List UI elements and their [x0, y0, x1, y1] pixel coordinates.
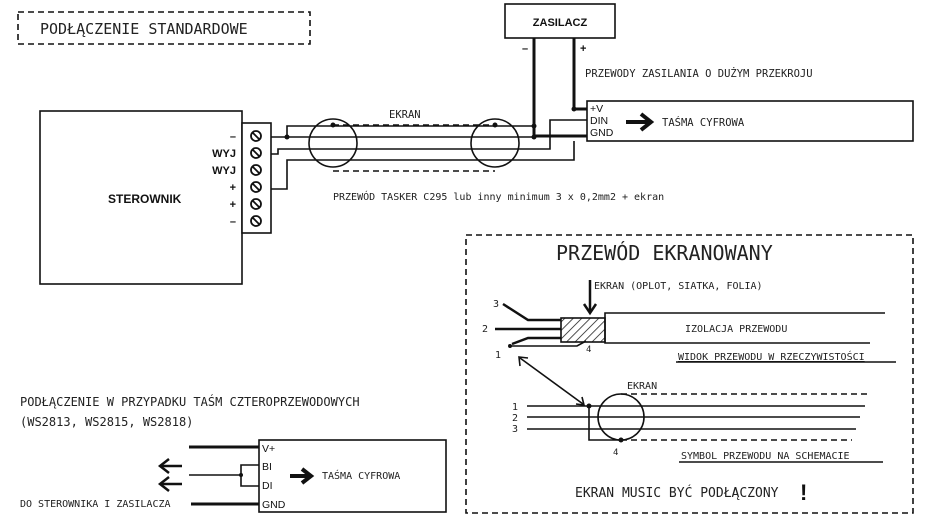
- pin-v: V+: [262, 443, 275, 455]
- wire-number: 4: [613, 448, 618, 458]
- terminal-label: +: [230, 182, 236, 194]
- arrow-right-icon: [626, 112, 655, 132]
- data-wire: [271, 119, 587, 155]
- page-title: PODŁĄCZENIE STANDARDOWE: [40, 20, 248, 38]
- warning-text: EKRAN MUSIC BYĆ PODŁĄCZONY: [575, 485, 779, 501]
- arrow-right-icon: [290, 467, 315, 485]
- strip-pin-din: DIN: [590, 115, 608, 127]
- four-wire-title: PODŁĄCZENIE W PRZYPADKU TAŚM CZTEROPRZEW…: [20, 394, 360, 409]
- title-box: PODŁĄCZENIE STANDARDOWE: [17, 11, 311, 45]
- four-wire-section: PODŁĄCZENIE W PRZYPADKU TAŚM CZTEROPRZEW…: [20, 394, 447, 513]
- arrow-down-icon: [582, 280, 598, 316]
- panel-title: PRZEWÓD EKRANOWANY: [556, 241, 773, 265]
- shield-wire: [286, 125, 534, 137]
- wire-number: 1: [512, 402, 518, 413]
- shield-label: EKRAN: [389, 109, 421, 121]
- plus-wire: [271, 141, 575, 190]
- power-supply-box: [504, 3, 616, 39]
- controller-label: STEROWNIK: [108, 192, 182, 206]
- shield-braid: [560, 317, 606, 343]
- strip-label: TAŚMA CYFROWA: [662, 116, 745, 129]
- symbol-shield-label: EKRAN: [627, 381, 657, 392]
- pin-di: DI: [262, 480, 273, 492]
- power-wires-note: PRZEWODY ZASILANIA O DUŻYM PRZEKROJU: [585, 67, 813, 80]
- symbol-caption: SYMBOL PRZEWODU NA SCHEMACIE: [681, 451, 850, 462]
- insulation-label: IZOLACJA PRZEWODU: [685, 324, 787, 335]
- strip-pin-v: +V: [590, 103, 603, 115]
- arrow-left-icon: [157, 476, 182, 492]
- cable-shield-symbol: [308, 118, 358, 168]
- shield-callout: EKRAN (OPLOT, SIATKA, FOLIA): [594, 281, 763, 292]
- pin-bi: BI: [262, 461, 272, 473]
- warning-icon: !: [800, 480, 807, 505]
- terminal-labels: – WYJ WYJ + + –: [212, 131, 236, 228]
- terminal-screw-icon: [250, 181, 262, 193]
- led-strip: +V DIN GND TAŚMA CYFROWA: [586, 100, 914, 142]
- strip-pin-gnd: GND: [590, 127, 614, 139]
- terminal-screw-icon: [250, 198, 262, 210]
- wire-number: 3: [512, 424, 518, 435]
- power-supply: ZASILACZ – +: [504, 3, 616, 55]
- four-wire-strip-label: TAŚMA CYFROWA: [322, 469, 400, 482]
- terminal-label: WYJ: [212, 165, 236, 177]
- cable-shield-symbol: [470, 118, 520, 168]
- terminal-label: –: [230, 131, 236, 143]
- terminal-screw-icon: [250, 130, 262, 142]
- wire-number: 1: [495, 350, 501, 361]
- wire-number: 2: [482, 324, 488, 335]
- terminal-screw-icon: [250, 164, 262, 176]
- terminal-screw-icon: [250, 147, 262, 159]
- power-supply-label: ZASILACZ: [533, 17, 588, 29]
- power-minus-label: –: [522, 43, 528, 55]
- terminal-label: +: [230, 199, 236, 211]
- double-arrow-icon: [518, 356, 586, 406]
- shielded-cable-panel: PRZEWÓD EKRANOWANY EKRAN (OPLOT, SIATKA,…: [465, 234, 914, 514]
- wiring: [271, 38, 587, 190]
- destination-label: DO STEROWNIKA I ZASILACZA: [20, 499, 171, 510]
- cable-insulation: [604, 312, 885, 344]
- cable-note: PRZEWÓD TASKER C295 lub inny minimum 3 x…: [333, 190, 664, 203]
- real-view-caption: WIDOK PRZEWODU W RZECZYWISTOŚCI: [678, 350, 865, 363]
- arrow-left-icon: [157, 458, 182, 474]
- terminal-label: WYJ: [212, 148, 236, 160]
- terminal-label: –: [230, 216, 236, 228]
- four-wire-models: (WS2813, WS2815, WS2818): [20, 415, 193, 429]
- wire-number: 3: [493, 299, 499, 310]
- pin-gnd: GND: [262, 499, 286, 511]
- terminal-screw-icon: [250, 215, 262, 227]
- power-plus-label: +: [580, 43, 586, 55]
- controller: STEROWNIK – WYJ WYJ + + –: [39, 110, 272, 285]
- wire-number: 4: [586, 345, 591, 355]
- wire-number: 2: [512, 413, 518, 424]
- controller-box: [39, 110, 243, 285]
- terminal-screws: [250, 130, 262, 227]
